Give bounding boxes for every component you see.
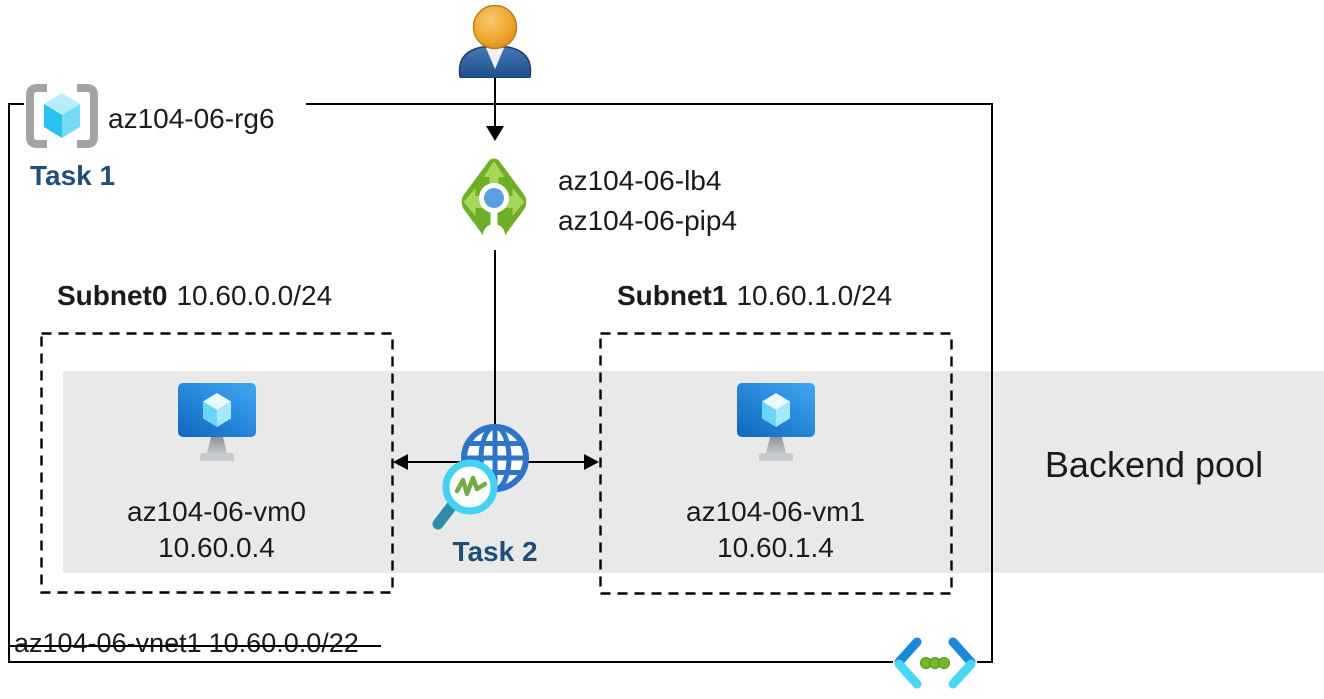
backend-pool-label: Backend pool [1044, 444, 1264, 485]
vm0-ip-label: 10.60.0.4 [158, 532, 275, 563]
resource-group-label: az104-06-rg6 [108, 103, 275, 134]
task1-label: Task 1 [30, 160, 116, 191]
backend-pool-band [63, 371, 1324, 573]
globe-icon [432, 424, 529, 530]
subnet0-box [40, 332, 394, 594]
subnet-arrowhead-left [393, 454, 408, 470]
vm1-name-label: az104-06-vm1 [686, 496, 865, 527]
subnet-arrowhead-right [584, 454, 599, 470]
virtual-machine-icon-vm0 [178, 383, 256, 461]
user-to-lb-arrowhead [486, 126, 504, 141]
vnet-cidr: 10.60.0.0/22 [208, 628, 359, 658]
user-to-lb-line [494, 76, 496, 128]
vnet-strike-line [8, 645, 381, 647]
subnet1-box [599, 332, 953, 595]
vnet-name: az104-06-vnet1 [14, 628, 202, 658]
public-ip-label: az104-06-pip4 [558, 205, 738, 236]
load-balancer-label: az104-06-lb4 [558, 165, 722, 196]
user-icon [458, 4, 532, 78]
subnet0-cidr: 10.60.0.0/24 [176, 280, 333, 311]
subnet1-cidr: 10.60.1.0/24 [736, 280, 893, 311]
subnet1-name: Subnet1 [617, 280, 728, 311]
vm0-name-label: az104-06-vm0 [127, 496, 306, 527]
magnifier-icon [432, 459, 498, 530]
resource-group-box [8, 103, 993, 663]
subnet1-label: Subnet1 10.60.1.0/24 [617, 278, 892, 313]
vm1-ip-label: 10.60.1.4 [717, 532, 834, 563]
task2-label: Task 2 [452, 536, 538, 567]
subnet0-name: Subnet0 [57, 280, 168, 311]
lb-to-globe-line [494, 250, 496, 426]
subnet0-label: Subnet0 10.60.0.0/24 [57, 278, 332, 313]
virtual-network-icon [894, 637, 976, 689]
resource-group-icon [26, 84, 98, 148]
load-balancer-icon [461, 158, 527, 246]
virtual-machine-icon-vm1 [737, 383, 815, 461]
